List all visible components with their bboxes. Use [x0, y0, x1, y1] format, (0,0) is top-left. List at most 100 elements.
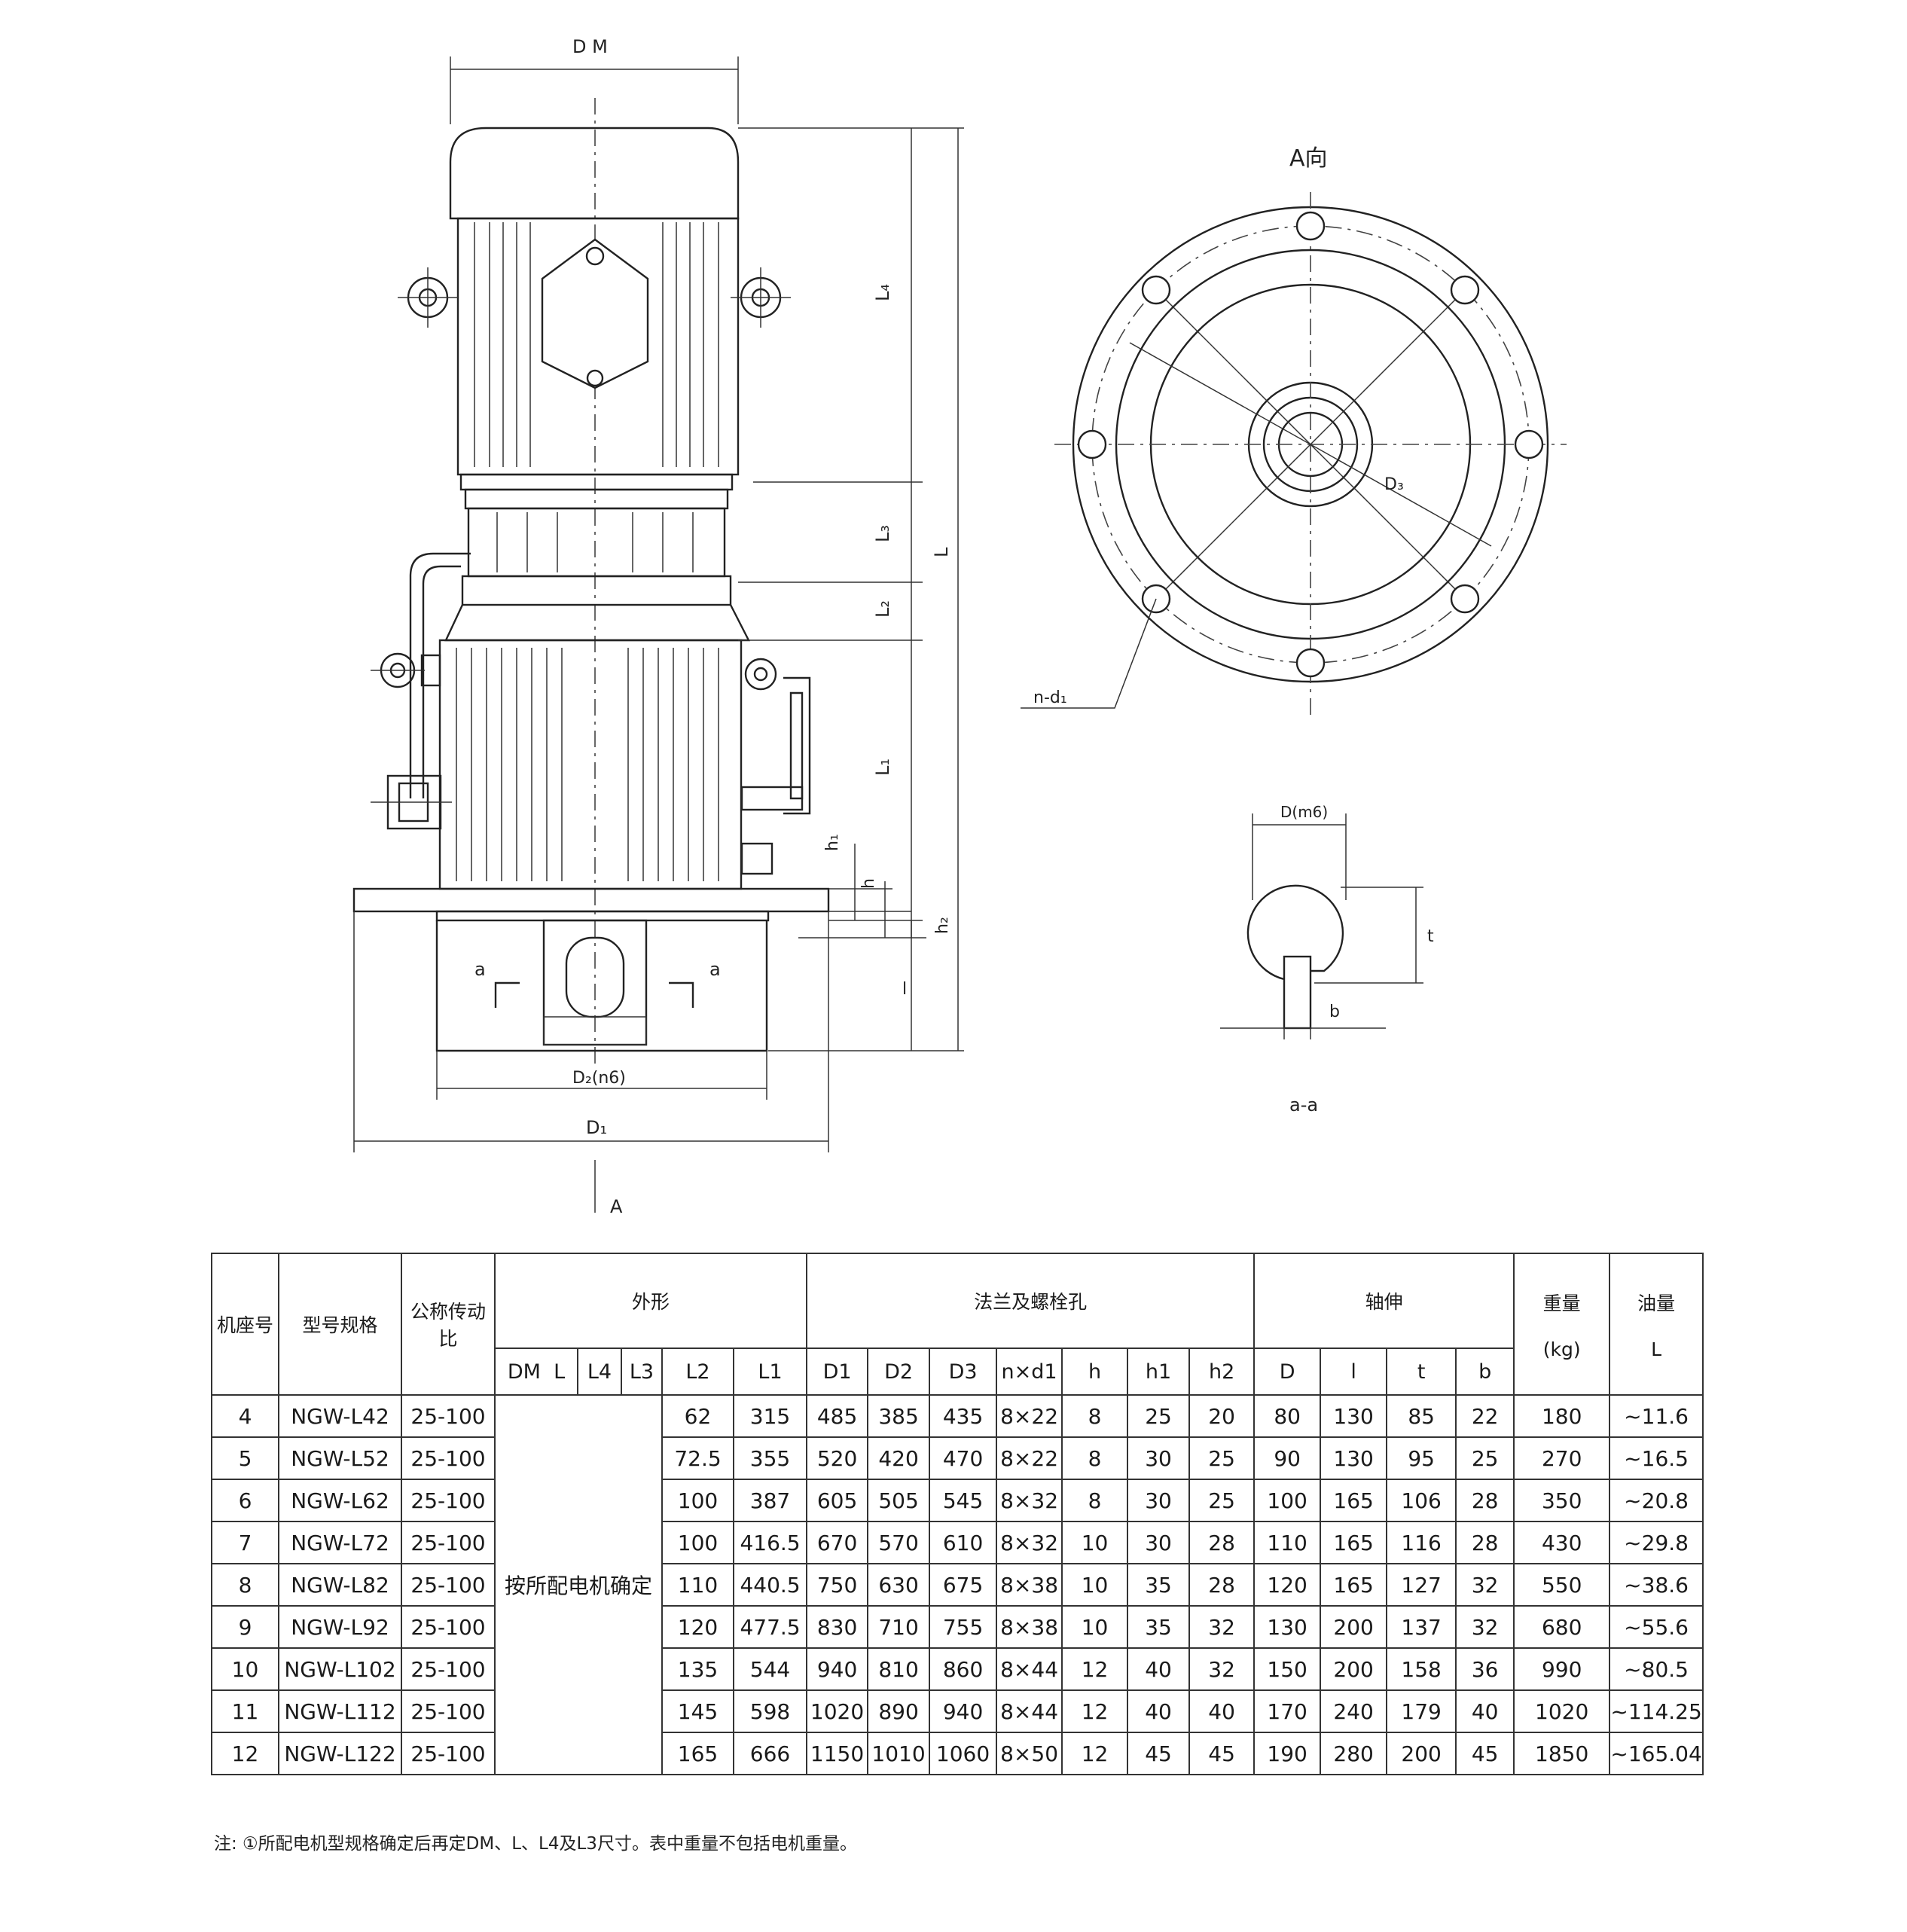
cell-seat: 11 — [211, 1689, 279, 1733]
cell-d2: 570 — [867, 1521, 931, 1564]
cell-weight: 180 — [1513, 1394, 1611, 1438]
cell-ratio: 25-100 — [401, 1394, 496, 1438]
cell-h2: 25 — [1188, 1479, 1256, 1522]
table-footnote: 注: ①所配电机型规格确定后再定DM、L、L4及L3尺寸。表中重量不包括电机重量… — [214, 1834, 857, 1854]
subheader-l3: L3 — [621, 1348, 663, 1396]
cell-d1: 1150 — [806, 1732, 869, 1775]
cell-l1: 666 — [732, 1732, 808, 1775]
cell-model: NGW-L112 — [278, 1689, 402, 1733]
dim-l3: L₃ — [872, 525, 893, 542]
cell-l1: 315 — [732, 1394, 808, 1438]
header-model: 型号规格 — [278, 1253, 402, 1396]
cell-ratio: 25-100 — [401, 1732, 496, 1775]
cell-l: 240 — [1320, 1689, 1388, 1733]
cell-seat: 10 — [211, 1647, 279, 1691]
cell-ratio: 25-100 — [401, 1436, 496, 1480]
subheader-h2: h2 — [1188, 1348, 1256, 1396]
cell-ratio: 25-100 — [401, 1563, 496, 1607]
cell-h: 12 — [1061, 1689, 1129, 1733]
view-a: A向 D₃ n-d₁ — [1021, 145, 1567, 716]
cell-h2: 45 — [1188, 1732, 1256, 1775]
subheader-dm-l: DM L — [494, 1348, 578, 1396]
cell-oil: ~80.5 — [1609, 1647, 1704, 1691]
cell-motor-dependent: 按所配电机确定 — [494, 1394, 663, 1775]
cell-nd1: 8×38 — [996, 1563, 1063, 1607]
cell-l2: 120 — [661, 1605, 734, 1649]
spec-table: 机座号 型号规格 公称传动比 外形 法兰及螺栓孔 轴伸 重量 (kg) 油量 L… — [211, 1253, 1704, 1775]
dim-l1: L₁ — [872, 758, 893, 776]
subheader-nxd1: n×d1 — [996, 1348, 1063, 1396]
dim-d3: D₃ — [1384, 475, 1404, 494]
cell-l2: 100 — [661, 1479, 734, 1522]
motor-cap — [449, 127, 740, 220]
cell-h1: 35 — [1127, 1605, 1191, 1649]
cell-h1: 30 — [1127, 1479, 1191, 1522]
reducer-body — [438, 639, 743, 890]
cell-l2: 135 — [661, 1647, 734, 1691]
cell-b: 25 — [1455, 1436, 1515, 1480]
cell-l: 165 — [1320, 1479, 1388, 1522]
terminal-box — [541, 238, 649, 389]
cell-t: 127 — [1386, 1563, 1457, 1607]
cell-oil: ~165.04 — [1609, 1732, 1704, 1775]
cell-d: 120 — [1253, 1563, 1322, 1607]
cell-nd1: 8×32 — [996, 1521, 1063, 1564]
cell-model: NGW-L122 — [278, 1732, 402, 1775]
base-flange — [352, 887, 830, 913]
reducer-fins — [456, 648, 719, 881]
dim-h2: h₂ — [933, 917, 952, 934]
cell-l: 165 — [1320, 1563, 1388, 1607]
oil-sight-gauge — [783, 676, 811, 815]
dim-l4: L₄ — [872, 284, 893, 301]
dim-d-m6: D(m6) — [1280, 803, 1328, 821]
cell-l: 200 — [1320, 1605, 1388, 1649]
cell-d3: 860 — [929, 1647, 998, 1691]
cell-oil: ~114.25 — [1609, 1689, 1704, 1733]
dim-h1: h₁ — [823, 834, 842, 851]
cell-ratio: 25-100 — [401, 1521, 496, 1564]
cell-b: 28 — [1455, 1479, 1515, 1522]
subheader-b: b — [1455, 1348, 1515, 1396]
dim-l-shaft: l — [902, 980, 907, 999]
cell-l: 200 — [1320, 1647, 1388, 1691]
cell-oil: ~38.6 — [1609, 1563, 1704, 1607]
header-flange: 法兰及螺栓孔 — [806, 1253, 1256, 1349]
cell-d1: 520 — [806, 1436, 869, 1480]
cell-d3: 545 — [929, 1479, 998, 1522]
cell-d2: 385 — [867, 1394, 931, 1438]
cell-b: 45 — [1455, 1732, 1515, 1775]
cell-seat: 4 — [211, 1394, 279, 1438]
cell-l2: 165 — [661, 1732, 734, 1775]
cell-d: 90 — [1253, 1436, 1322, 1480]
cell-d3: 675 — [929, 1563, 998, 1607]
cell-d: 110 — [1253, 1521, 1322, 1564]
cell-seat: 12 — [211, 1732, 279, 1775]
cell-weight: 270 — [1513, 1436, 1611, 1480]
cell-b: 28 — [1455, 1521, 1515, 1564]
cell-d3: 1060 — [929, 1732, 998, 1775]
header-outline: 外形 — [493, 1253, 808, 1349]
cell-h1: 30 — [1127, 1521, 1191, 1564]
cell-l1: 355 — [732, 1436, 808, 1480]
subheader-t: t — [1386, 1348, 1457, 1396]
cell-oil: ~29.8 — [1609, 1521, 1704, 1564]
cell-weight: 350 — [1513, 1479, 1611, 1522]
cell-l: 130 — [1320, 1436, 1388, 1480]
cell-h1: 30 — [1127, 1436, 1191, 1480]
cell-weight: 430 — [1513, 1521, 1611, 1564]
dim-b: b — [1329, 1003, 1340, 1021]
cell-d3: 610 — [929, 1521, 998, 1564]
cell-nd1: 8×32 — [996, 1479, 1063, 1522]
subheader-d1: D1 — [806, 1348, 869, 1396]
cell-t: 116 — [1386, 1521, 1457, 1564]
cell-h: 12 — [1061, 1732, 1129, 1775]
cell-d3: 940 — [929, 1689, 998, 1733]
key-slot — [1283, 955, 1312, 1030]
cell-t: 85 — [1386, 1394, 1457, 1438]
cell-oil: ~11.6 — [1609, 1394, 1704, 1438]
subheader-h1: h1 — [1127, 1348, 1191, 1396]
